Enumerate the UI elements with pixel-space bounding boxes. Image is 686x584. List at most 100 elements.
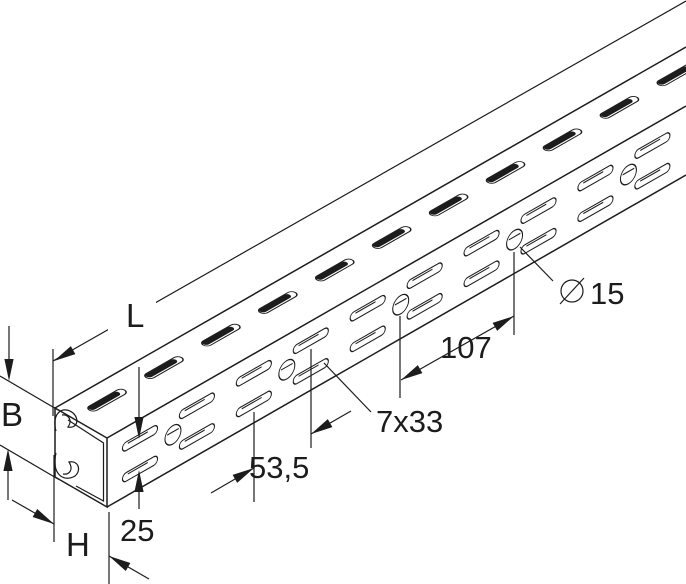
slot-shadow: [600, 98, 633, 118]
slot-thickness-line: [412, 268, 433, 282]
length-dimension-line: [52, 0, 686, 362]
top-face-slot: [656, 63, 686, 87]
top-face-slot: [258, 291, 298, 314]
width-extension-line-bottom: [0, 444, 59, 480]
slot-thickness-line: [355, 301, 376, 314]
hole-diameter-leader: [519, 246, 554, 282]
slot-shadow: [316, 261, 349, 280]
dim-label-slot-pitch: 53,5: [249, 450, 309, 485]
side-face-slot: [121, 455, 159, 483]
top-face-slot: [201, 323, 241, 347]
side-face-round-hole: [164, 423, 182, 446]
slot-thickness-line: [298, 333, 319, 347]
side-face-slot: [463, 229, 500, 257]
side-face-slot: [634, 162, 671, 190]
diameter-symbol-circle: [560, 279, 584, 303]
slot-thickness-line: [412, 299, 433, 312]
slot-outline: [406, 262, 443, 290]
slot-shadow: [259, 294, 292, 313]
slot-thickness-line: [298, 364, 319, 377]
top-face-slot: [87, 388, 127, 412]
hole-outline: [619, 163, 637, 186]
top-face-slot: [542, 128, 583, 152]
slot-outline: [349, 325, 386, 353]
hole-outline: [392, 293, 410, 316]
side-face-slot: [463, 260, 500, 288]
end-face-inner-thickness: [67, 419, 105, 503]
top-face-far-edge: [54, 46, 686, 409]
side-face-slot: [577, 164, 614, 192]
slot-thickness-line: [241, 396, 262, 410]
slot-outline: [178, 423, 215, 450]
diameter-symbol-slash: [559, 277, 585, 305]
height-arrow-left: [32, 509, 54, 524]
width-arrow-bottom: [3, 449, 13, 471]
slot-outline: [634, 162, 671, 190]
length-arrow: [54, 346, 76, 361]
height-arrow-right: [109, 556, 131, 571]
slot-shadow: [145, 359, 178, 378]
slot-outline: [87, 388, 127, 412]
width-extension-line-top: [0, 375, 59, 411]
dim-label-height: H: [66, 526, 90, 563]
slot-thickness-line: [583, 201, 604, 215]
slot-outline: [235, 359, 272, 387]
hole-pitch-arrow-left: [401, 365, 423, 380]
bottom-lip-curl: [54, 452, 80, 479]
slot-thickness-line: [640, 169, 661, 182]
slot-outline: [349, 294, 386, 322]
slot-thickness-line: [355, 331, 376, 345]
side-face-slot: [178, 423, 215, 450]
dim-label-row-spacing: 25: [120, 513, 154, 548]
slot-thickness-line: [469, 236, 490, 249]
side-face-slot: [292, 327, 329, 355]
slot-thickness-line: [526, 203, 547, 217]
side-face-round-hole: [506, 228, 524, 251]
slot-outline: [258, 291, 298, 314]
dim-label-hole-diameter: 15: [590, 276, 624, 311]
length-label-backdrop: [108, 294, 156, 334]
slot-shadow: [543, 131, 576, 150]
slot-outline: [314, 258, 355, 282]
row-spacing-arrow-bottom: [134, 470, 144, 492]
slot-thickness-line: [184, 398, 205, 412]
slot-pitch-arrow-right: [311, 419, 333, 434]
side-face-slot: [406, 292, 443, 320]
side-face-slot: [634, 132, 671, 159]
slot-outline: [634, 132, 671, 159]
top-face-slot: [371, 226, 412, 249]
side-face-slot: [577, 195, 614, 223]
slot-outline: [178, 392, 215, 420]
slot-outline: [235, 390, 272, 418]
side-face-slot: [349, 325, 386, 353]
dim-label-slot-size: 7x33: [376, 404, 443, 439]
channel-end-cross-section: [54, 406, 108, 509]
top-face-slot: [144, 356, 184, 379]
hole-outline: [164, 423, 182, 446]
hole-thickness-line: [622, 167, 635, 176]
side-face-slot: [406, 262, 443, 290]
slot-thickness-line: [526, 234, 547, 247]
width-arrow-top: [4, 359, 14, 381]
hole-thickness-line: [167, 427, 179, 436]
slot-thickness-line: [184, 429, 205, 442]
hole-outline: [506, 228, 524, 251]
slot-shadow: [430, 196, 462, 215]
side-face-slot: [235, 390, 272, 418]
hole-outline: [278, 358, 296, 381]
slot-thickness-line: [583, 170, 604, 184]
slot-shadow: [487, 164, 519, 183]
slot-outline: [520, 197, 557, 224]
side-face-round-hole: [619, 163, 637, 186]
slot-outline: [656, 63, 686, 87]
slot-thickness-line: [241, 366, 262, 379]
side-face-slot: [520, 227, 557, 255]
slot-outline: [577, 195, 614, 223]
slot-outline: [144, 356, 184, 379]
diameter-symbol: [559, 277, 585, 305]
top-face-slot: [485, 161, 526, 184]
slot-outline: [371, 226, 412, 249]
top-face-slot: [428, 193, 469, 217]
